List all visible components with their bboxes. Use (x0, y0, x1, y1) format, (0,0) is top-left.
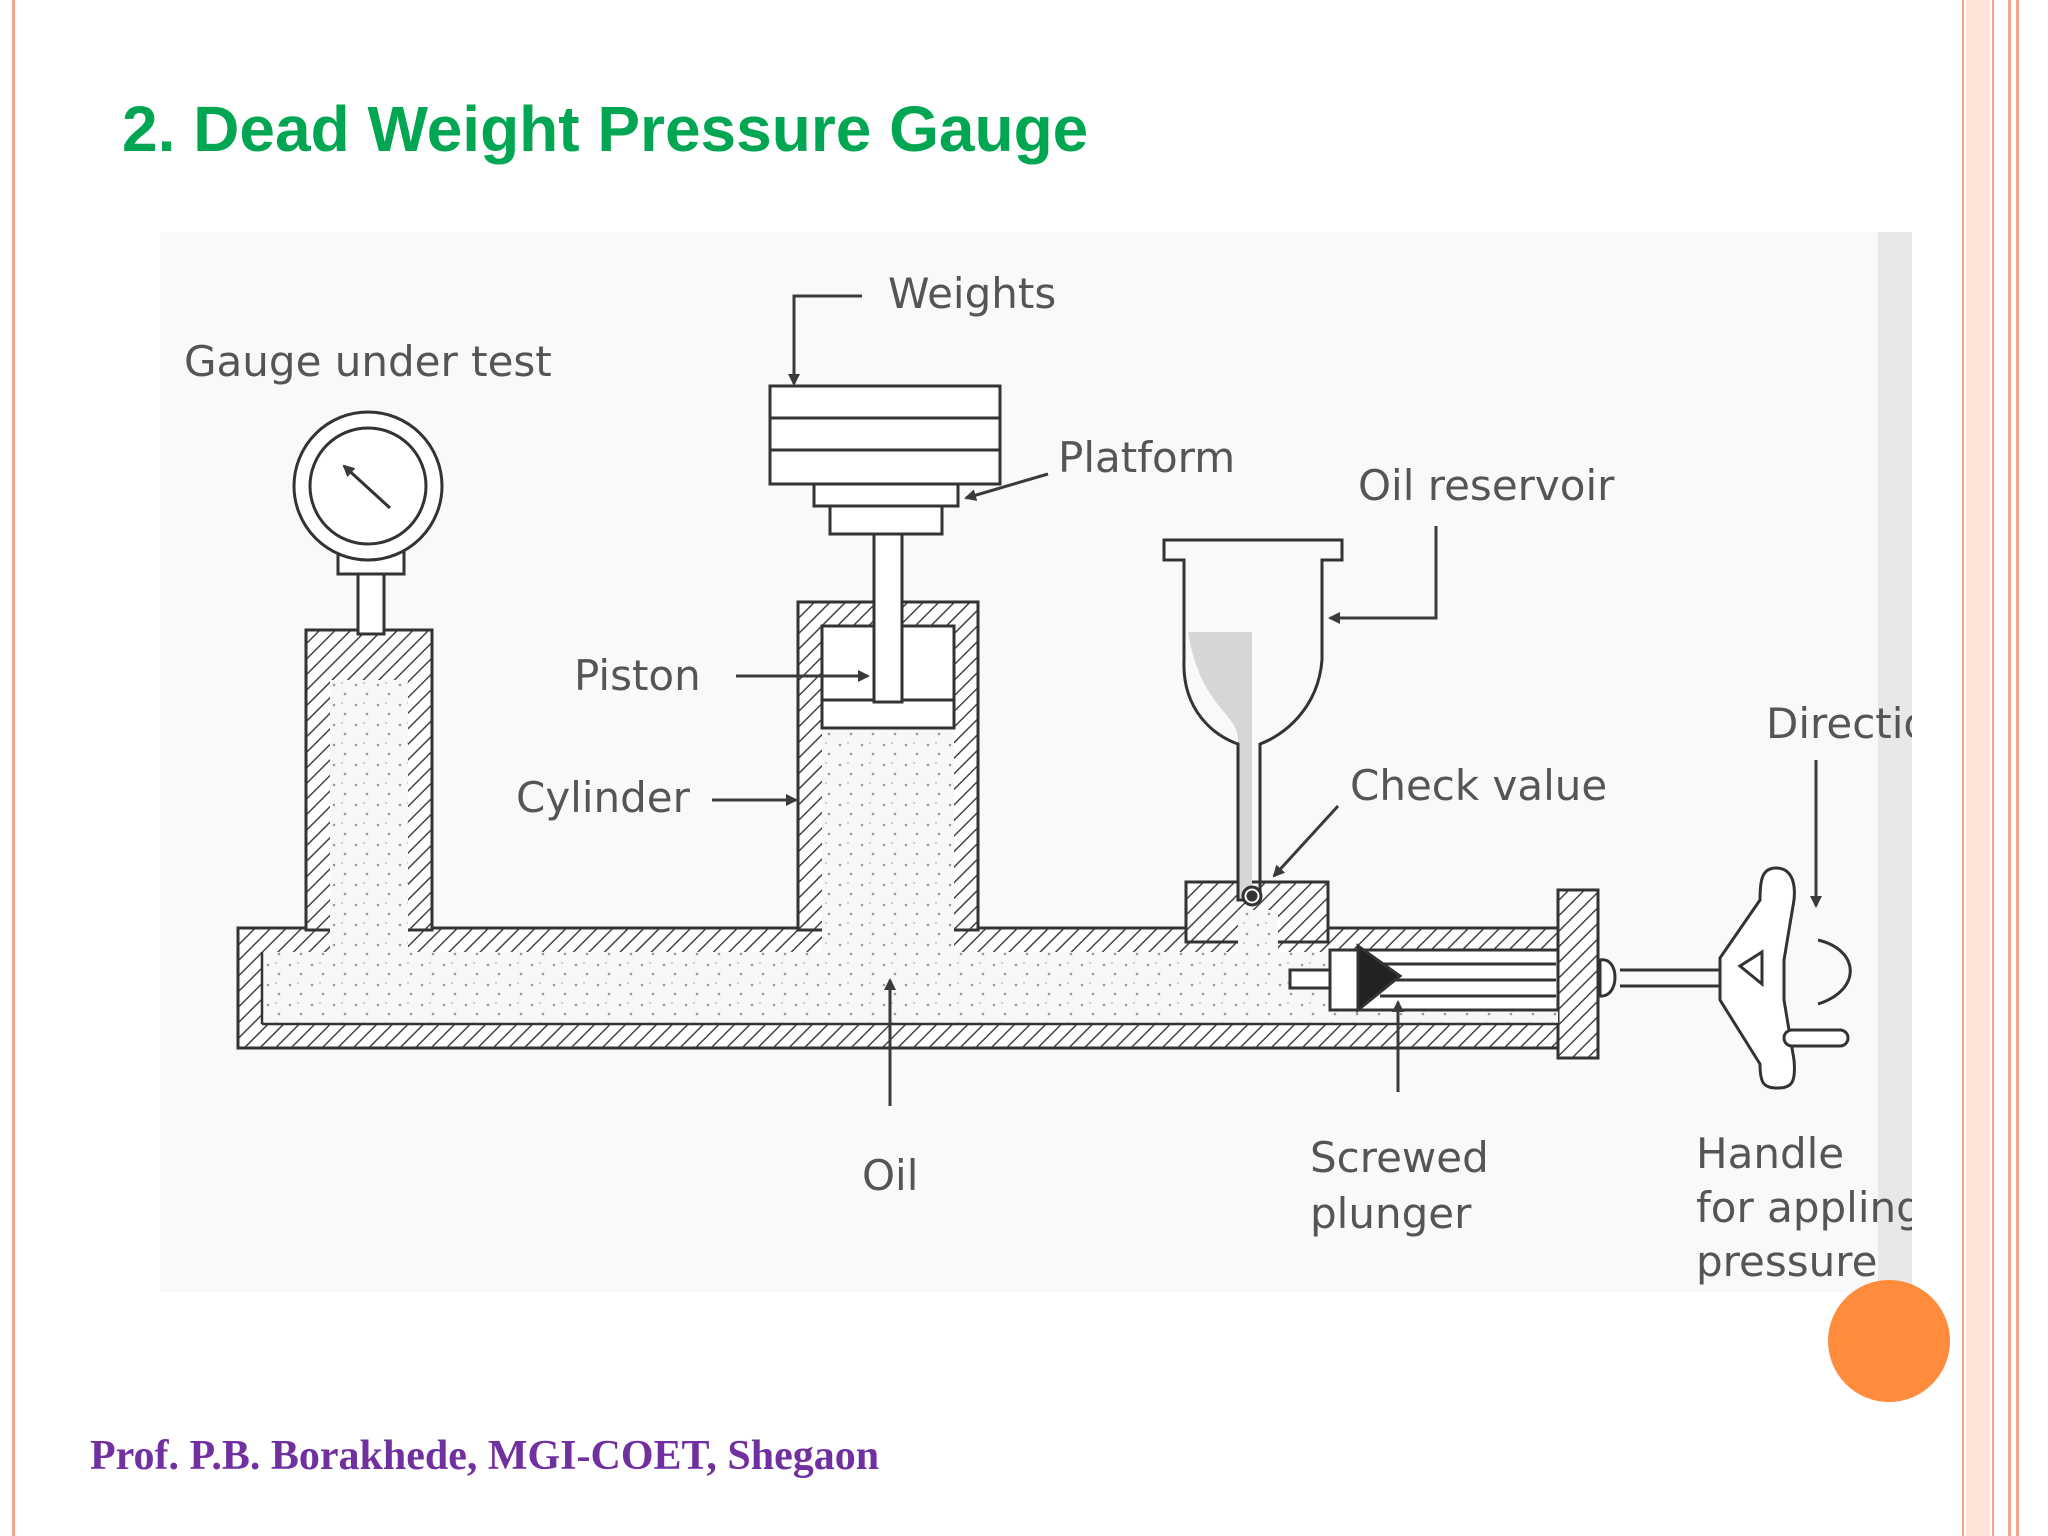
right-border-line-2 (1992, 0, 1994, 1536)
leader-arrows (712, 294, 1822, 1106)
label-screwed-plunger-line2: plunger (1310, 1189, 1472, 1238)
screwed-plunger (1288, 943, 1560, 1014)
left-border-line (12, 0, 15, 1536)
right-border-line-1 (1962, 0, 1964, 1536)
weights-and-platform (768, 384, 1002, 536)
label-handle-line3: pressure (1696, 1237, 1877, 1286)
scan-background (160, 232, 1912, 1292)
label-weights: Weights (888, 269, 1056, 318)
oil-reservoir (1162, 538, 1344, 907)
label-cylinder: Cylinder (516, 773, 691, 822)
label-oil-reservoir: Oil reservoir (1358, 461, 1615, 510)
scan-right-shadow (1878, 232, 1912, 1292)
right-border-band (1966, 0, 1990, 1536)
label-piston: Piston (574, 651, 701, 700)
handle (1598, 866, 1852, 1090)
right-border-line-3 (2008, 0, 2011, 1536)
scan-edge-crop (1912, 232, 1960, 1302)
label-screwed-plunger-line1: Screwed (1310, 1133, 1489, 1182)
dead-weight-gauge-diagram: Weights Gauge under test Platform Oil re… (160, 232, 1960, 1302)
gauge (292, 410, 444, 636)
label-handle-line1: Handle (1696, 1129, 1844, 1178)
right-border-line-4 (2016, 0, 2019, 1536)
label-platform: Platform (1058, 433, 1235, 482)
slide-title: 2. Dead Weight Pressure Gauge (122, 93, 1089, 165)
pipe-interior-outline (260, 952, 1558, 1026)
label-oil: Oil (862, 1151, 918, 1200)
label-handle-line2: for appling (1696, 1183, 1923, 1232)
decorative-orange-circle (1828, 1280, 1950, 1402)
label-gauge-under-test: Gauge under test (184, 337, 552, 386)
slide-footer-credit: Prof. P.B. Borakhede, MGI-COET, Shegaon (90, 1433, 880, 1479)
label-check-value: Check value (1350, 761, 1607, 810)
